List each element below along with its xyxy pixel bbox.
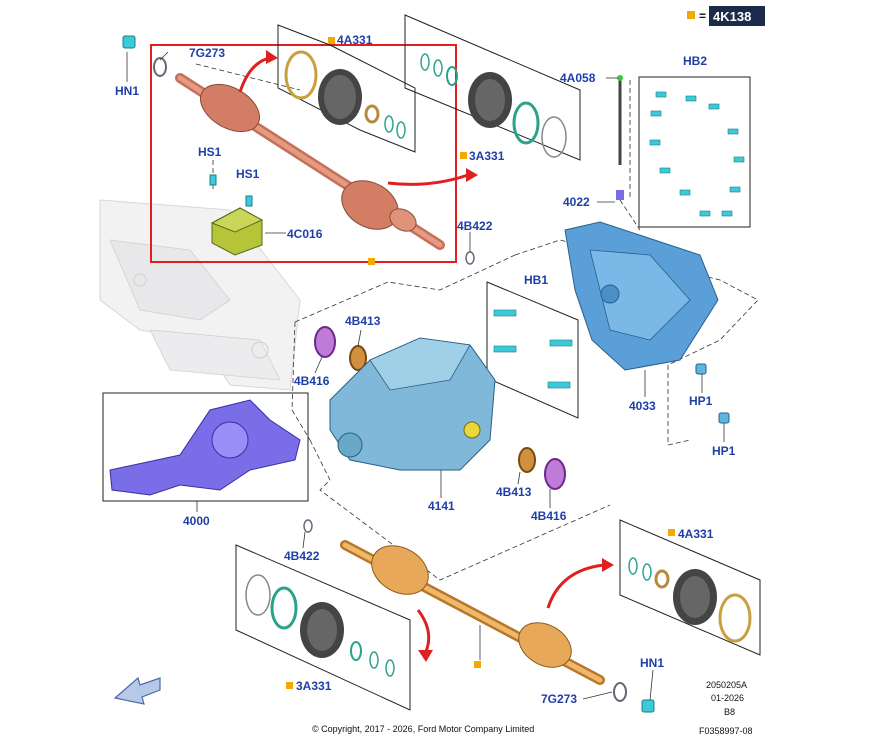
- seal-4b413-right: [518, 447, 536, 473]
- rear-cover-4033: [564, 221, 719, 371]
- orange-square-marker-icon: [474, 661, 481, 668]
- panel-4a331-top: [277, 24, 416, 153]
- label-hn1-top: HN1: [115, 84, 139, 98]
- panel-hb2: [638, 76, 751, 228]
- kit-badge-text: 4K138: [713, 9, 751, 24]
- highlight-box: [150, 44, 457, 263]
- footer-copyright: © Copyright, 2017 - 2026, Ford Motor Com…: [312, 724, 534, 734]
- label-4a331-bottom: 4A331: [678, 527, 714, 541]
- label-4141: 4141: [428, 499, 455, 513]
- vehicle-structure-ghost: [99, 199, 301, 391]
- panel-4a331-bottom: [619, 519, 761, 656]
- boot-kit-4a331-top: [284, 50, 406, 139]
- label-4a058: 4A058: [560, 71, 596, 85]
- label-7g273-top: 7G273: [189, 46, 225, 60]
- boot-kit-4a331-bottom: [628, 557, 752, 643]
- label-4b422-top: 4B422: [457, 219, 493, 233]
- clip-4b422-bottom: [303, 519, 313, 533]
- label-4b416-left: 4B416: [294, 374, 330, 388]
- stud-4a058: [616, 75, 624, 200]
- inset-4000: [102, 392, 309, 502]
- panel-3a331-top: [404, 14, 581, 161]
- clip-4b422-top: [465, 251, 475, 265]
- label-4b416-right: 4B416: [531, 509, 567, 523]
- orange-square-marker-icon: [668, 529, 675, 536]
- label-hn1-bottom: HN1: [640, 656, 664, 670]
- label-hb1: HB1: [524, 273, 548, 287]
- footer-rev: B8: [724, 707, 735, 717]
- orange-square-marker-icon: [368, 258, 375, 265]
- label-hb2: HB2: [683, 54, 707, 68]
- orange-square-marker-icon: [328, 37, 335, 44]
- label-4033: 4033: [629, 399, 656, 413]
- plug-hp1-a: [695, 363, 707, 375]
- navigation-arrow-icon[interactable]: [113, 676, 161, 705]
- rear-halfshaft: [340, 540, 605, 685]
- label-4b413-right: 4B413: [496, 485, 532, 499]
- label-4022: 4022: [563, 195, 590, 209]
- panel-3a331-bottom: [235, 544, 411, 711]
- label-4c016: 4C016: [287, 227, 323, 241]
- label-7g273-bottom: 7G273: [541, 692, 577, 706]
- panel-hb1: [486, 281, 579, 419]
- hub-nut-bottom: [641, 699, 655, 713]
- footer-date: 01-2026: [711, 693, 744, 703]
- label-hs1-a: HS1: [198, 145, 222, 159]
- hub-nut-top: [122, 35, 167, 77]
- orange-square-marker-icon: [286, 682, 293, 689]
- seal-4b416-right: [544, 458, 566, 490]
- equals-sign: =: [699, 9, 706, 23]
- label-4b413-left: 4B413: [345, 314, 381, 328]
- label-4b422-bottom: 4B422: [284, 549, 320, 563]
- boot-kit-3a331-top: [420, 53, 567, 158]
- label-3a331-top: 3A331: [469, 149, 505, 163]
- boot-kit-3a331-bottom: [245, 574, 395, 677]
- leader-lines: [126, 51, 725, 701]
- differential-housing-4141: [329, 337, 496, 471]
- footer-figure-number: F0358997-08: [699, 726, 753, 736]
- label-4a331-top: 4A331: [337, 33, 373, 47]
- red-arrow-icon: [238, 50, 614, 662]
- orange-square-marker-icon: [460, 152, 467, 159]
- bolts-hb1: [493, 309, 573, 389]
- kit-badge: [709, 6, 765, 26]
- assembly-4000: [109, 399, 301, 496]
- label-hp1-b: HP1: [712, 444, 736, 458]
- label-3a331-bottom: 3A331: [296, 679, 332, 693]
- ring-7g273-bottom: [613, 682, 627, 702]
- bolts-hb2: [649, 91, 745, 217]
- label-4000: 4000: [183, 514, 210, 528]
- label-hp1-a: HP1: [689, 394, 713, 408]
- orange-square-marker-icon: [687, 11, 695, 19]
- label-hs1-b: HS1: [236, 167, 260, 181]
- footer-code: 2050205A: [706, 680, 747, 690]
- seal-4b416-left: [314, 326, 336, 358]
- plug-hp1-b: [718, 412, 730, 424]
- module-4c016: [209, 160, 264, 256]
- front-halfshaft: [175, 73, 445, 250]
